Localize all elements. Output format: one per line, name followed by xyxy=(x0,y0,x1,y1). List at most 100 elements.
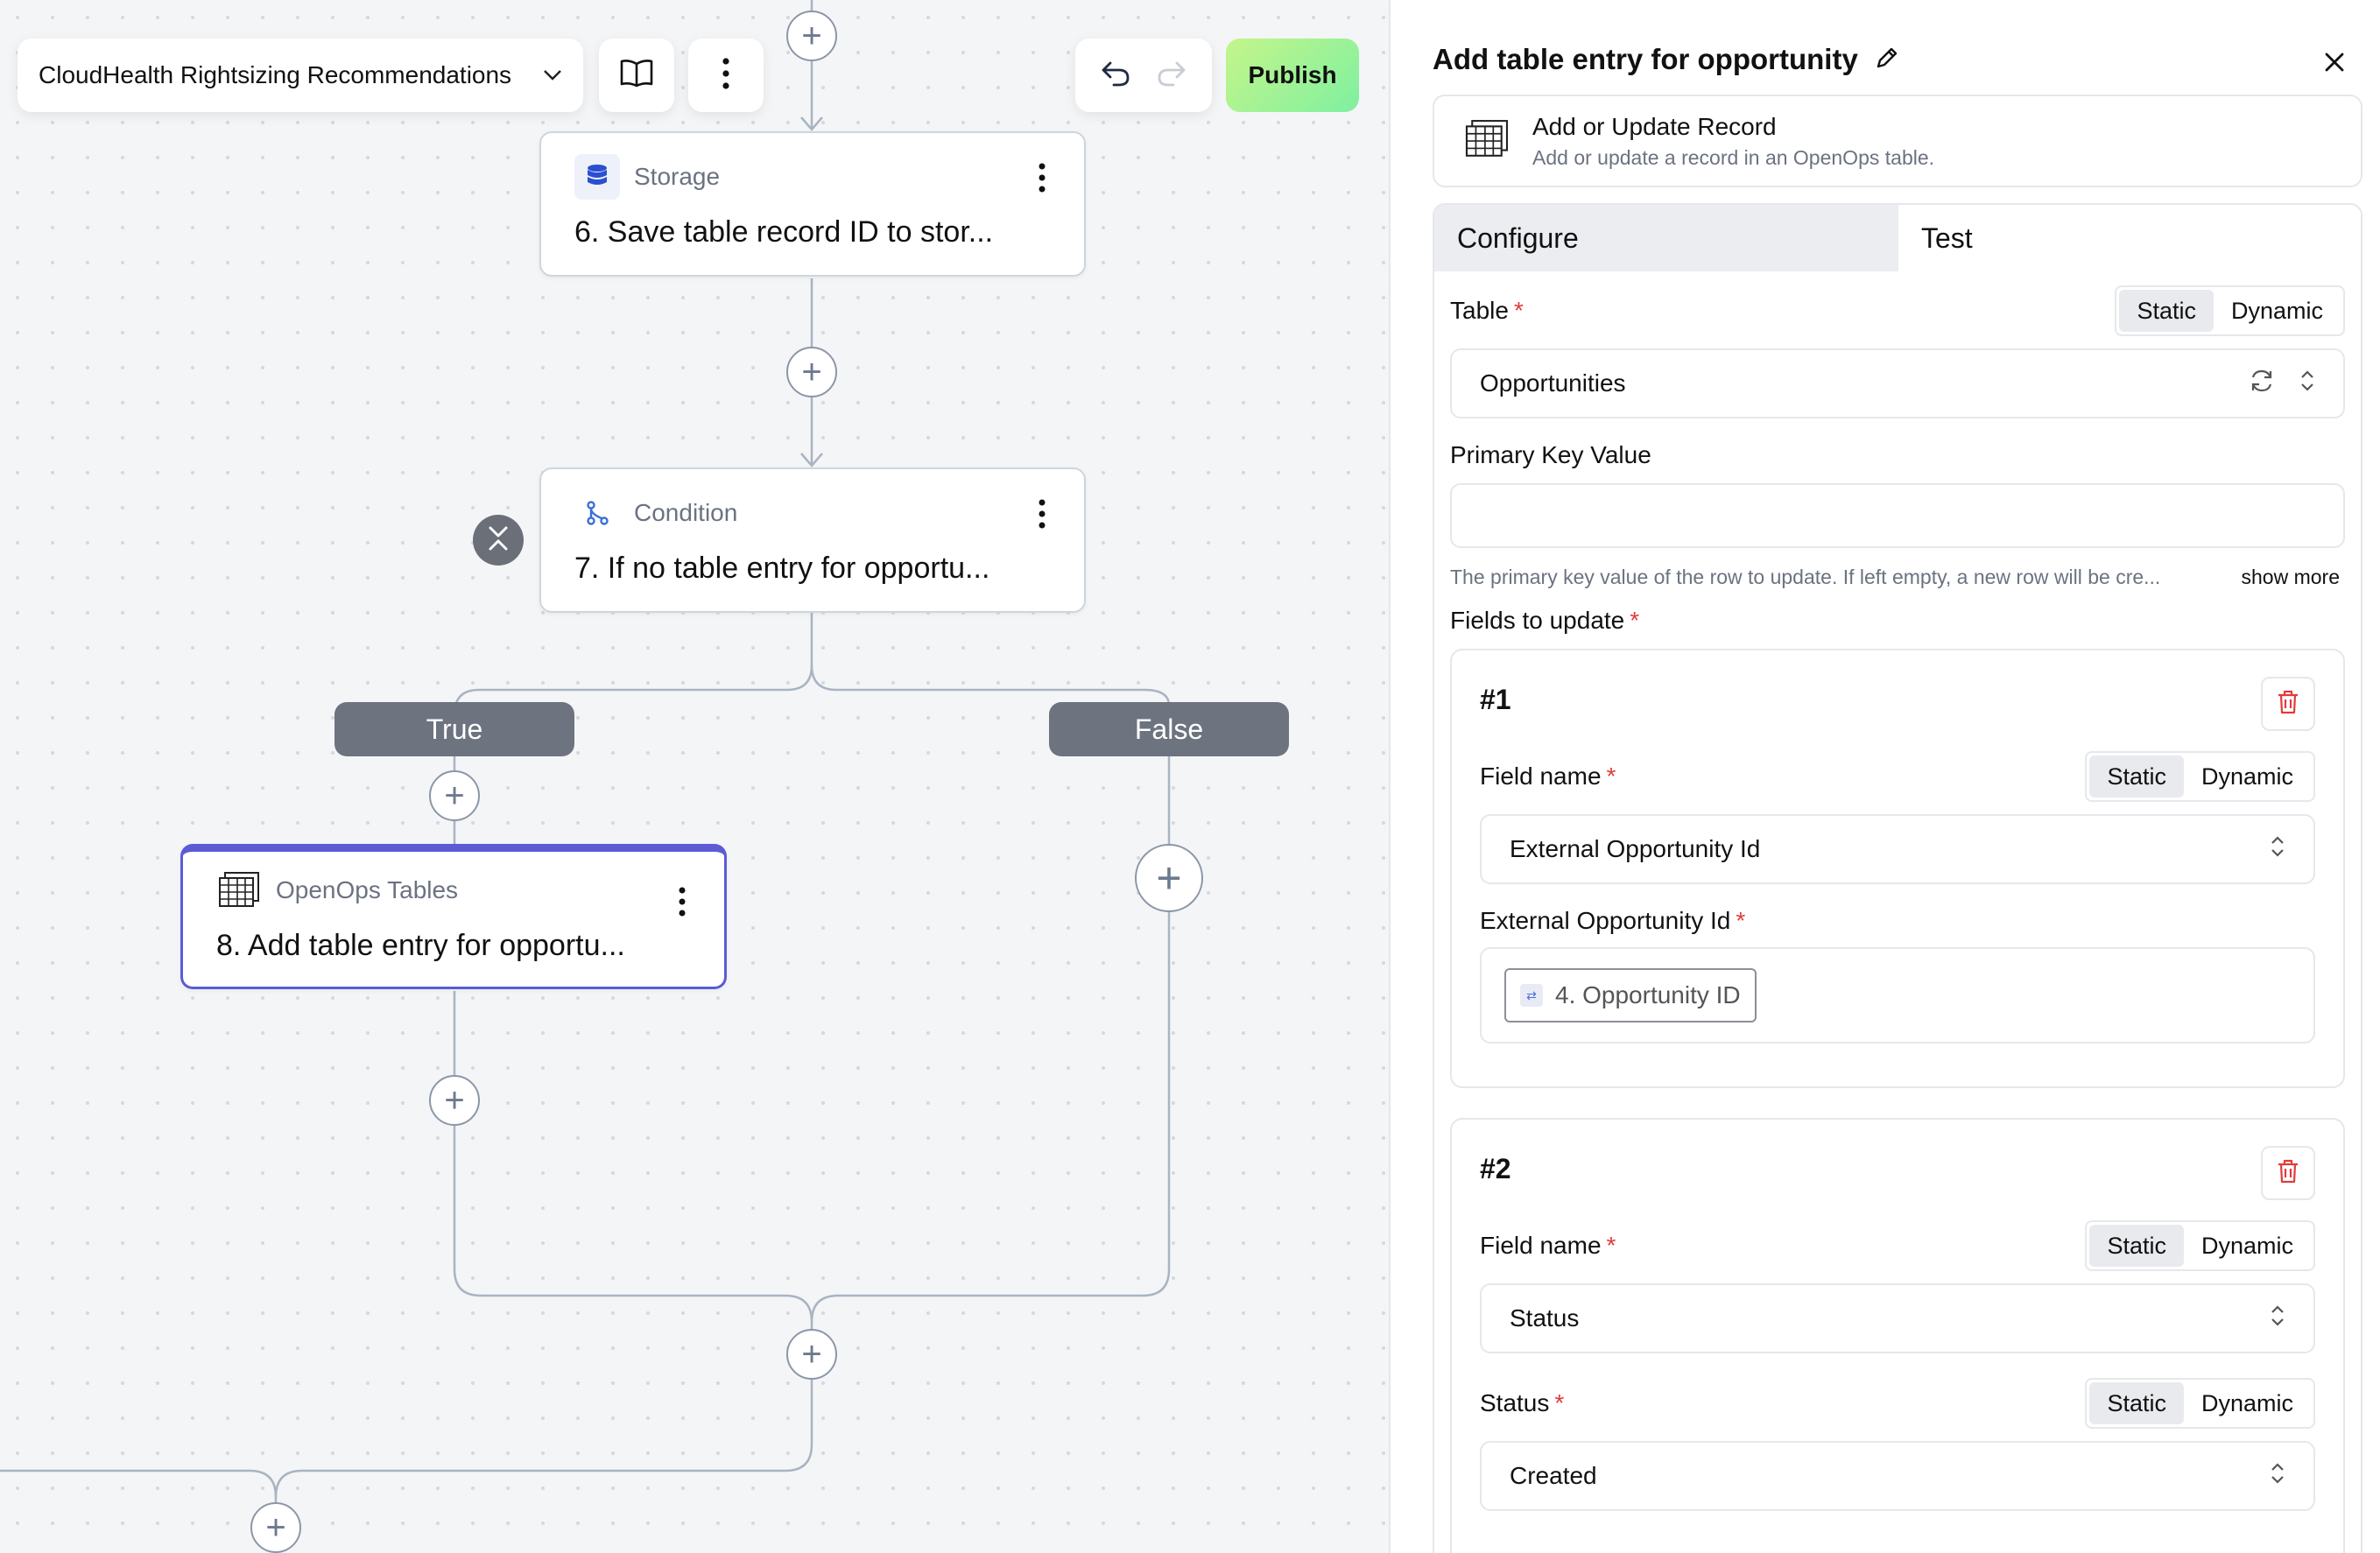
field-item-number: #2 xyxy=(1480,1153,1511,1184)
static-mode-button[interactable]: Static xyxy=(2089,755,2184,798)
step-card-openops-tables[interactable]: OpenOps Tables 8. Add table entry for op… xyxy=(180,844,727,989)
undo-icon[interactable] xyxy=(1100,60,1131,92)
table-icon xyxy=(216,868,262,913)
pencil-icon[interactable] xyxy=(1874,45,1900,75)
action-description: Add or update a record in an OpenOps tab… xyxy=(1532,145,1935,169)
status-field-label: Status* xyxy=(1480,1389,1565,1416)
table-select-value: Opportunities xyxy=(1480,369,1626,397)
static-mode-button[interactable]: Static xyxy=(2119,290,2214,332)
delete-field-button[interactable] xyxy=(2261,677,2315,731)
field-item: #2 Field name* Static Dynamic Status xyxy=(1450,1118,2345,1553)
step-menu-icon[interactable] xyxy=(679,887,686,917)
step-type-label: OpenOps Tables xyxy=(276,876,459,903)
action-selector[interactable]: Add or Update Record Add or update a rec… xyxy=(1433,95,2362,187)
branch-false-label: False xyxy=(1049,702,1289,756)
step-menu-icon[interactable] xyxy=(1039,499,1046,529)
primary-key-help: The primary key value of the row to upda… xyxy=(1450,566,2345,589)
step-settings-panel: Add table entry for opportunity Add or U… xyxy=(1389,0,2380,1553)
mode-toggle: Static Dynamic xyxy=(2085,1378,2315,1429)
database-icon xyxy=(574,154,620,200)
undo-redo-group xyxy=(1075,39,1212,112)
chevron-updown-icon xyxy=(2270,1304,2285,1333)
book-icon xyxy=(619,59,654,93)
field-name-value: External Opportunity Id xyxy=(1510,835,1761,862)
static-mode-button[interactable]: Static xyxy=(2089,1382,2184,1424)
show-more-link[interactable]: show more xyxy=(2241,566,2340,588)
step-type-label: Condition xyxy=(634,499,738,526)
chevron-updown-icon xyxy=(2299,369,2315,398)
primary-key-label: Primary Key Value xyxy=(1450,441,1651,468)
trash-icon xyxy=(2277,689,2299,720)
step-type-label: Storage xyxy=(634,163,721,190)
add-step-button[interactable]: + xyxy=(1135,844,1203,912)
chevron-down-icon xyxy=(543,64,562,87)
mode-toggle: Static Dynamic xyxy=(2115,285,2345,336)
field-value-label: External Opportunity Id* xyxy=(1480,907,1746,934)
table-select[interactable]: Opportunities xyxy=(1450,348,2345,418)
add-step-button[interactable]: + xyxy=(786,347,837,397)
status-select[interactable]: Created xyxy=(1480,1441,2315,1511)
redo-icon[interactable] xyxy=(1156,60,1187,92)
step-title: 6. Save table record ID to stor... xyxy=(574,215,994,249)
status-field-header: Status* Static Dynamic xyxy=(1480,1378,2315,1429)
delete-field-button[interactable] xyxy=(2261,1146,2315,1200)
field-name-header: Field name* Static Dynamic xyxy=(1480,751,2315,802)
collapse-branch-button[interactable] xyxy=(473,515,524,566)
dynamic-mode-button[interactable]: Dynamic xyxy=(2200,1232,2293,1259)
trash-icon xyxy=(2277,1158,2299,1189)
fields-to-update-label: Fields to update* xyxy=(1450,607,1640,634)
step-menu-icon[interactable] xyxy=(1039,163,1046,193)
field-name-header: Field name* Static Dynamic xyxy=(1480,1220,2315,1271)
branch-icon xyxy=(574,490,620,536)
table-field-header: Table* Static Dynamic xyxy=(1450,285,2345,336)
field-name-select[interactable]: Status xyxy=(1480,1283,2315,1353)
flow-title: CloudHealth Rightsizing Recommendations xyxy=(39,61,512,88)
table-field-label: Table* xyxy=(1450,297,1524,324)
tab-test[interactable]: Test xyxy=(1898,205,2361,271)
refresh-icon[interactable] xyxy=(2249,369,2275,399)
data-reference-chip[interactable]: ⇄ 4. Opportunity ID xyxy=(1504,968,1757,1022)
config-tabs-container: Configure Test Table* Static Dynamic Opp… xyxy=(1433,203,2362,1553)
primary-key-help-text: The primary key value of the row to upda… xyxy=(1450,566,2161,588)
table-icon xyxy=(1464,119,1510,164)
action-name: Add or Update Record xyxy=(1532,112,1777,140)
add-step-button[interactable]: + xyxy=(786,11,837,61)
dynamic-mode-button[interactable]: Dynamic xyxy=(2230,297,2323,324)
chevron-updown-icon xyxy=(2270,835,2285,864)
step-title: 8. Add table entry for opportu... xyxy=(216,929,625,962)
panel-header: Add table entry for opportunity xyxy=(1433,39,2345,81)
dynamic-mode-button[interactable]: Dynamic xyxy=(2200,1389,2293,1416)
tab-bar: Configure Test xyxy=(1434,205,2361,271)
panel-title: Add table entry for opportunity xyxy=(1433,43,1858,75)
configure-form: Table* Static Dynamic Opportunities xyxy=(1434,285,2361,1553)
add-step-button[interactable]: + xyxy=(429,770,480,821)
close-icon[interactable] xyxy=(2324,44,2345,81)
more-options-button[interactable] xyxy=(688,39,764,112)
field-value-input[interactable]: ⇄ 4. Opportunity ID xyxy=(1480,947,2315,1044)
step-reference-icon: ⇄ xyxy=(1520,984,1543,1007)
publish-button[interactable]: Publish xyxy=(1226,39,1359,112)
primary-key-input[interactable] xyxy=(1450,483,2345,548)
add-step-button[interactable]: + xyxy=(429,1075,480,1126)
docs-button[interactable] xyxy=(599,39,674,112)
mode-toggle: Static Dynamic xyxy=(2085,751,2315,802)
field-item-number: #1 xyxy=(1480,684,1511,715)
more-vertical-icon xyxy=(722,57,729,94)
field-name-select[interactable]: External Opportunity Id xyxy=(1480,814,2315,884)
flow-title-dropdown[interactable]: CloudHealth Rightsizing Recommendations xyxy=(18,39,583,112)
tab-configure[interactable]: Configure xyxy=(1434,205,1898,271)
collapse-icon xyxy=(487,525,510,556)
step-card-storage[interactable]: Storage 6. Save table record ID to stor.… xyxy=(539,131,1086,277)
mode-toggle: Static Dynamic xyxy=(2085,1220,2315,1271)
field-name-label: Field name* xyxy=(1480,762,1616,790)
step-title: 7. If no table entry for opportu... xyxy=(574,552,990,585)
add-step-button[interactable]: + xyxy=(786,1329,837,1380)
field-name-value: Status xyxy=(1510,1304,1580,1332)
flow-connectors xyxy=(0,0,1171,1553)
dynamic-mode-button[interactable]: Dynamic xyxy=(2200,762,2293,790)
add-step-button[interactable]: + xyxy=(250,1502,301,1553)
step-card-condition[interactable]: Condition 7. If no table entry for oppor… xyxy=(539,467,1086,613)
flow-canvas[interactable]: + + + + + + + CloudHealth Rightsizing Re… xyxy=(0,0,1389,1553)
static-mode-button[interactable]: Static xyxy=(2089,1225,2184,1267)
branch-true-label: True xyxy=(334,702,574,756)
